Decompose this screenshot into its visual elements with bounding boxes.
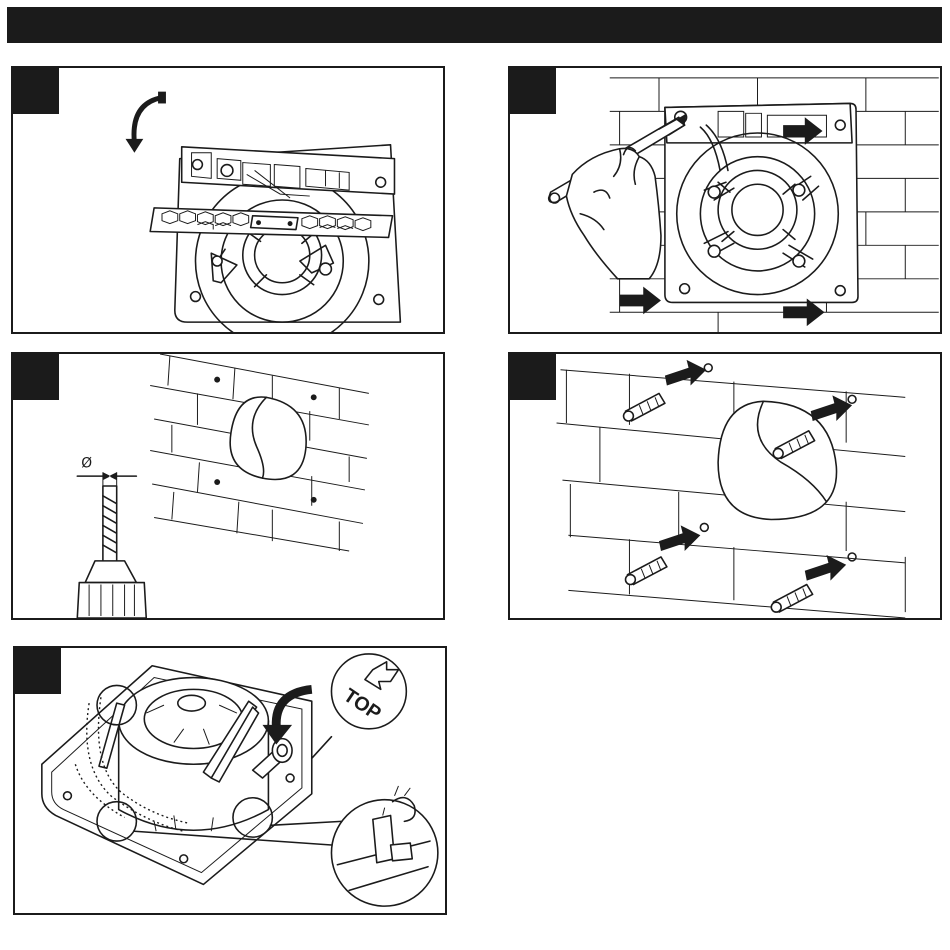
wall-plugs-illustration bbox=[510, 354, 940, 618]
diameter-symbol: Ø bbox=[81, 455, 92, 471]
step-3-panel: Ø bbox=[11, 352, 445, 620]
fit-fan-illustration: TOP bbox=[15, 648, 445, 913]
mark-wall-illustration bbox=[510, 68, 940, 332]
header-bar bbox=[7, 7, 942, 43]
step-5-panel: TOP bbox=[13, 646, 447, 915]
step-1-panel bbox=[11, 66, 445, 334]
step-4-panel bbox=[508, 352, 942, 620]
drill-holes-illustration: Ø bbox=[13, 354, 443, 618]
rotate-arrow-icon bbox=[126, 92, 166, 153]
step-2-panel bbox=[508, 66, 942, 334]
open-grille-illustration bbox=[13, 68, 443, 332]
